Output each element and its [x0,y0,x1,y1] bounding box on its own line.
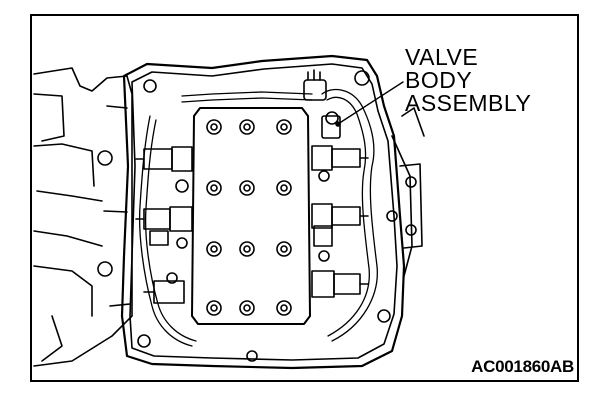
valve-body-assembly-label: VALVE BODY ASSEMBLY [405,46,531,115]
harness-connector [303,69,341,139]
figure-code: AC001860AB [471,357,574,376]
oil-pan-flange [120,54,406,370]
callout-leader-dot [335,121,341,127]
label-line-3: ASSEMBLY [405,90,532,116]
transmission-case-left [33,67,133,367]
solenoid-valves-left [135,146,193,304]
valve-body-illustration [33,54,425,370]
valve-body-bolts [175,111,339,316]
valve-body-plate [191,107,311,325]
wiring-harness [138,88,378,347]
callout-leader-line [337,81,404,125]
transmission-case-right [391,107,425,277]
solenoid-valves-right [311,145,369,298]
diagram-frame: VALVE BODY ASSEMBLY AC001860AB [30,14,579,382]
label-line-2: BODY [405,67,473,93]
label-line-1: VALVE [405,44,479,70]
